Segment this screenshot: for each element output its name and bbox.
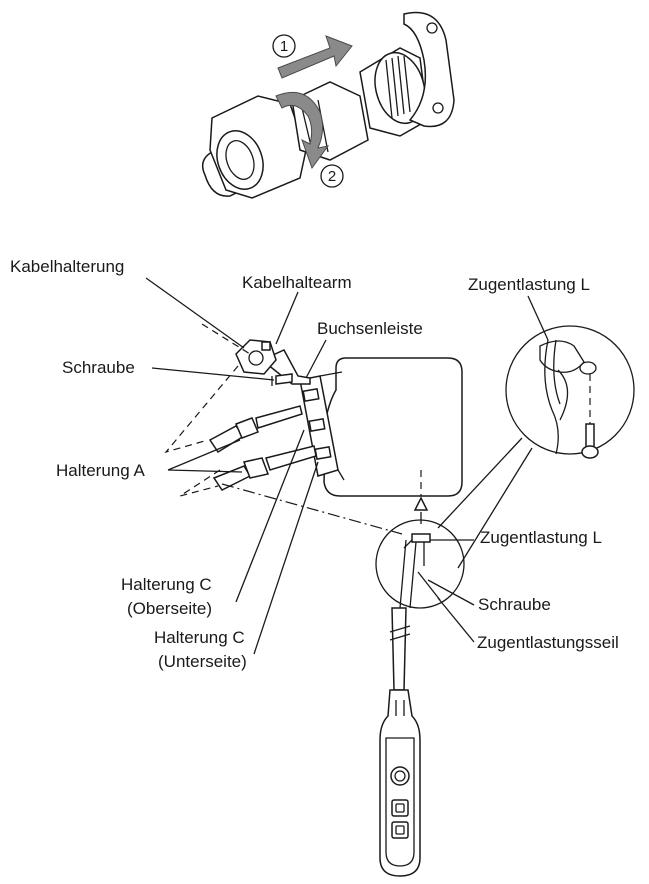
- label-kabelhalterung: Kabelhalterung: [10, 257, 124, 276]
- label-halterung-c-bottom-line1: Halterung C: [154, 628, 245, 647]
- label-zugentlastung-l-top: Zugentlastung L: [468, 275, 590, 294]
- detail-circle-cable: [375, 519, 465, 609]
- label-kabelhaltearm: Kabelhaltearm: [242, 273, 352, 292]
- label-buchsenleiste: Buchsenleiste: [317, 319, 423, 338]
- label-halterung-a: Halterung A: [56, 461, 145, 480]
- label-zugentlastungsseil: Zugentlastungsseil: [477, 633, 619, 652]
- label-schraube-right: Schraube: [478, 595, 551, 614]
- device-illustration: [164, 323, 463, 535]
- connector-illustration: 1 2: [201, 11, 455, 199]
- label-halterung-c-top-line2: (Oberseite): [127, 599, 212, 618]
- remote-control: [379, 607, 421, 877]
- leader-lines: [145, 277, 549, 655]
- step-1-number: 1: [280, 38, 288, 55]
- label-halterung-c-top-line1: Halterung C: [121, 575, 212, 594]
- label-zugentlastung-l-mid: Zugentlastung L: [480, 528, 602, 547]
- detail-circle-relief-l: [437, 325, 635, 569]
- label-schraube-left: Schraube: [62, 358, 135, 377]
- label-halterung-c-bottom-line2: (Unterseite): [158, 652, 247, 671]
- step-2-number: 2: [328, 168, 336, 185]
